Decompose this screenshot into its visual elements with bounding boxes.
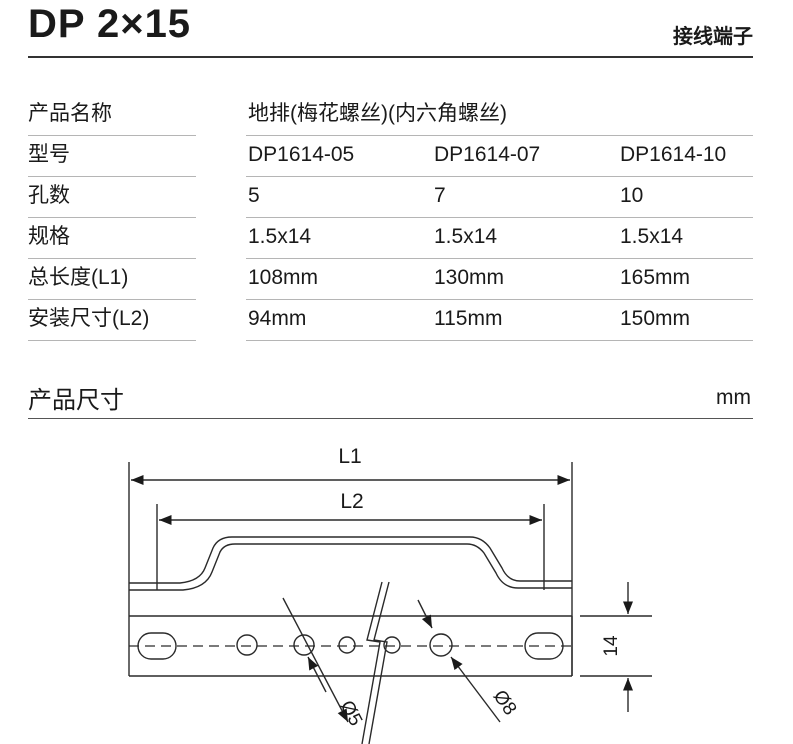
spec-value: 1.5x14 <box>620 225 684 248</box>
spec-value: 150mm <box>620 307 691 330</box>
spec-value: 108mm <box>248 266 319 289</box>
spec-row-model: 型号 DP1614-05 DP1614-07 DP1614-10 <box>28 137 753 178</box>
spec-cells: 108mm 130mm 165mm <box>246 260 753 300</box>
spec-value: 10 <box>620 184 644 207</box>
spec-cells: 5 7 10 <box>246 178 753 218</box>
hole <box>293 634 315 656</box>
spec-value: 1.5x14 <box>434 225 498 248</box>
spec-value: 地排(梅花螺丝)(内六角螺丝) <box>248 102 507 125</box>
spec-label: 型号 <box>28 137 196 177</box>
hole <box>429 633 453 657</box>
dimensions-title: 产品尺寸 <box>28 387 124 414</box>
spec-cells: 1.5x14 1.5x14 1.5x14 <box>246 219 753 259</box>
hole-small-callout-2 <box>307 656 327 693</box>
hole-large-callout-2 <box>450 656 501 723</box>
hole <box>338 636 356 654</box>
spec-label: 产品名称 <box>28 96 196 136</box>
spec-value: 7 <box>434 184 446 207</box>
hole-large-callout-1 <box>417 599 433 629</box>
header-divider <box>28 56 753 58</box>
spec-cells: 地排(梅花螺丝)(内六角螺丝) <box>246 96 753 136</box>
height-label: 14 <box>601 635 622 657</box>
spec-value: 1.5x14 <box>248 225 312 248</box>
spec-value: 5 <box>248 184 260 207</box>
product-category: 接线端子 <box>673 26 753 48</box>
spec-row-length: 总长度(L1) 108mm 130mm 165mm <box>28 260 753 301</box>
l2-label: L2 <box>340 490 363 513</box>
hole <box>383 636 401 654</box>
spec-value: 115mm <box>434 307 503 330</box>
spec-value: DP1614-10 <box>620 143 727 166</box>
spec-cells: 94mm 115mm 150mm <box>246 301 753 341</box>
hole <box>236 634 258 656</box>
spec-value: 165mm <box>620 266 691 289</box>
spec-cells: DP1614-05 DP1614-07 DP1614-10 <box>246 137 753 177</box>
spec-value: DP1614-07 <box>434 143 541 166</box>
spec-value: DP1614-05 <box>248 143 355 166</box>
bar-profile-bottom <box>129 543 572 591</box>
spec-label: 安装尺寸(L2) <box>28 301 196 341</box>
product-title: DP 2×15 <box>28 2 192 46</box>
spec-table: 产品名称 地排(梅花螺丝)(内六角螺丝) 型号 DP1614-05 DP1614… <box>28 96 753 342</box>
spec-label: 总长度(L1) <box>28 260 196 300</box>
spec-value: 94mm <box>248 307 307 330</box>
break-line-a <box>361 581 383 744</box>
spec-row-mount: 安装尺寸(L2) 94mm 115mm 150mm <box>28 301 753 342</box>
dimensions-unit: mm <box>716 386 751 409</box>
spec-row-spec: 规格 1.5x14 1.5x14 1.5x14 <box>28 219 753 260</box>
hole-small-label: Ø5 <box>336 697 366 729</box>
bar-profile-top <box>129 536 572 584</box>
break-line-b <box>368 581 390 744</box>
spec-label: 规格 <box>28 219 196 259</box>
dimensions-divider <box>28 418 753 419</box>
l1-label: L1 <box>338 445 361 468</box>
spec-label: 孔数 <box>28 178 196 218</box>
spec-value: 130mm <box>434 266 505 289</box>
spec-row-holes: 孔数 5 7 10 <box>28 178 753 219</box>
spec-row-name: 产品名称 地排(梅花螺丝)(内六角螺丝) <box>28 96 753 137</box>
